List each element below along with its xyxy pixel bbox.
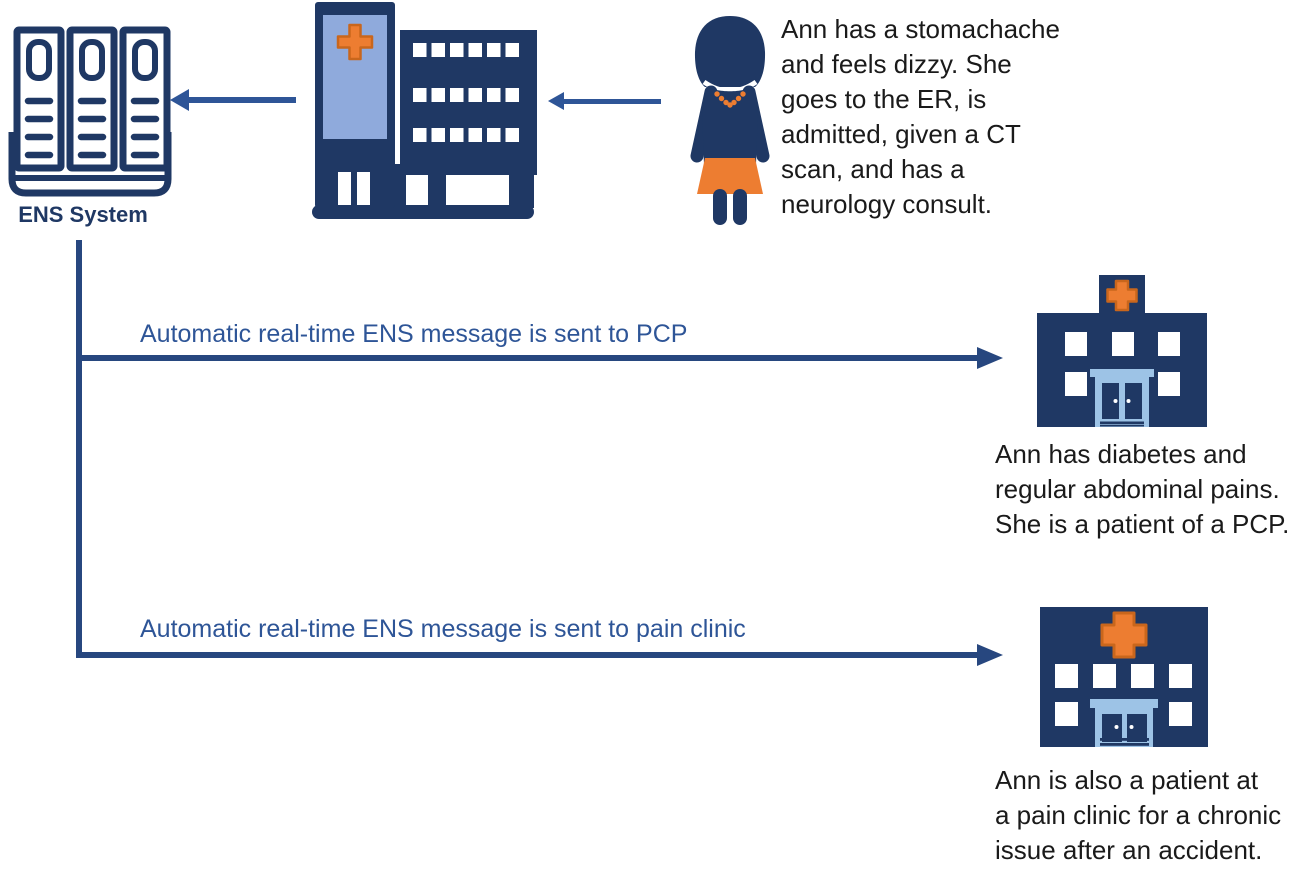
flow-label-pain-clinic: Automatic real-time ENS message is sent …: [140, 615, 746, 643]
pain-clinic-note: Ann is also a patient at a pain clinic f…: [995, 765, 1282, 865]
pcp-clinic-icon: [1037, 275, 1207, 427]
server-rack-icon: [8, 25, 172, 200]
pcp-note: Ann has diabetes and regular abdominal p…: [995, 439, 1290, 539]
woman-patient-icon: [684, 14, 776, 226]
patient-description: Ann has a stomachache and feels dizzy. S…: [781, 14, 1060, 219]
hospital-building-icon: [312, 2, 537, 222]
ens-system-label: ENS System: [18, 202, 148, 227]
ens-trunk-line: [76, 240, 82, 658]
flow-label-pcp: Automatic real-time ENS message is sent …: [140, 320, 688, 348]
pain-clinic-icon: [1040, 607, 1208, 747]
